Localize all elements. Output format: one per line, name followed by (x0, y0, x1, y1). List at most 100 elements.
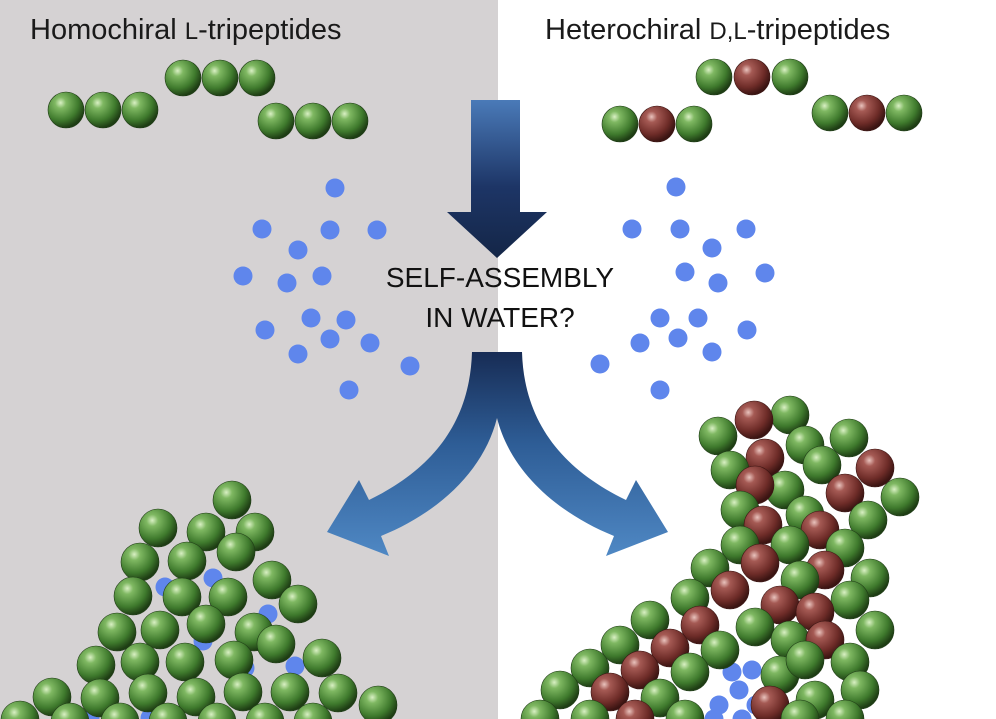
l-amino-acid-bead (700, 630, 740, 670)
l-amino-acid-bead (811, 94, 849, 132)
l-amino-acid-bead (47, 91, 85, 129)
heterochiral-tripeptides (601, 58, 923, 143)
l-amino-acid-bead (100, 702, 140, 719)
water-molecule (285, 656, 305, 676)
l-amino-acid-bead (256, 624, 296, 664)
self-assembly-question: SELF-ASSEMBLY IN WATER? (326, 258, 674, 338)
water-molecule (675, 262, 695, 282)
l-amino-acid-bead (84, 91, 122, 129)
water-molecule (688, 308, 708, 328)
water-molecule (702, 238, 722, 258)
l-amino-acid-bead (216, 532, 256, 572)
l-amino-acid-bead (855, 610, 895, 650)
l-amino-acid-bead (695, 58, 733, 96)
l-amino-acid-bead (138, 508, 178, 548)
l-amino-acid-bead (223, 672, 263, 712)
down-arrow-icon (447, 100, 547, 258)
l-amino-acid-bead (885, 94, 923, 132)
l-amino-acid-bead (76, 645, 116, 685)
l-amino-acid-bead (825, 699, 865, 719)
water-molecule (702, 342, 722, 362)
l-amino-acid-bead (771, 58, 809, 96)
heterochiral-title-main: Heterochiral (545, 14, 710, 46)
water-molecule (622, 219, 642, 239)
heterochiral-title-suffix: -tripeptides (746, 14, 891, 46)
d-amino-acid-bead (734, 400, 774, 440)
heterochiral-assembly (520, 395, 920, 719)
water-molecules-left (233, 178, 420, 400)
d-amino-acid-bead (638, 105, 676, 143)
water-molecule (729, 680, 749, 700)
water-molecule (233, 266, 253, 286)
water-molecule (670, 219, 690, 239)
d-amino-acid-bead (825, 473, 865, 513)
water-molecule (325, 178, 345, 198)
l-amino-acid-bead (238, 59, 276, 97)
l-amino-acid-bead (120, 542, 160, 582)
l-amino-acid-bead (197, 702, 237, 719)
water-molecule (336, 310, 356, 330)
water-molecule (666, 177, 686, 197)
water-molecule (288, 240, 308, 260)
l-amino-acid-bead (294, 102, 332, 140)
l-amino-acid-bead (245, 702, 285, 719)
split-arrow-icon (327, 352, 668, 556)
l-amino-acid-bead (675, 105, 713, 143)
l-amino-acid-bead (520, 699, 560, 719)
l-amino-acid-bead (50, 702, 90, 719)
l-amino-acid-bead (570, 699, 610, 719)
l-amino-acid-bead (164, 59, 202, 97)
l-amino-acid-bead (140, 610, 180, 650)
l-amino-acid-bead (148, 702, 188, 719)
l-amino-acid-bead (0, 700, 40, 719)
heterochiral-title: Heterochiral D,L-tripeptides (545, 14, 890, 47)
homochiral-assembly (0, 480, 398, 719)
water-molecule (742, 660, 762, 680)
l-amino-acid-bead (97, 612, 137, 652)
homochiral-title: Homochiral L-tripeptides (30, 14, 342, 47)
l-amino-acid-bead (165, 642, 205, 682)
d-amino-acid-bead (855, 448, 895, 488)
homochiral-tripeptides (47, 59, 369, 140)
water-molecule (320, 329, 340, 349)
l-amino-acid-bead (113, 576, 153, 616)
l-amino-acid-bead (785, 640, 825, 680)
water-molecule (400, 356, 420, 376)
l-amino-acid-bead (270, 672, 310, 712)
d-amino-acid-bead (848, 94, 886, 132)
l-amino-acid-bead (880, 477, 920, 517)
l-amino-acid-bead (698, 416, 738, 456)
homochiral-title-main: Homochiral (30, 14, 185, 46)
homochiral-title-prefix: L (184, 18, 199, 45)
l-amino-acid-bead (331, 102, 369, 140)
l-amino-acid-bead (201, 59, 239, 97)
l-amino-acid-bead (630, 600, 670, 640)
homochiral-title-suffix: -tripeptides (198, 14, 342, 46)
l-amino-acid-bead (208, 577, 248, 617)
l-amino-acid-bead (358, 685, 398, 719)
water-molecule (288, 344, 308, 364)
d-amino-acid-bead (620, 650, 660, 690)
l-amino-acid-bead (829, 418, 869, 458)
water-molecule (255, 320, 275, 340)
l-amino-acid-bead (802, 445, 842, 485)
water-molecule (312, 266, 332, 286)
l-amino-acid-bead (780, 699, 820, 719)
water-molecule (301, 308, 321, 328)
water-molecule (736, 219, 756, 239)
water-molecule (252, 219, 272, 239)
l-amino-acid-bead (293, 702, 333, 719)
d-amino-acid-bead (733, 58, 771, 96)
water-molecule (650, 380, 670, 400)
d-amino-acid-bead (710, 570, 750, 610)
self-assembly-line2: IN WATER? (425, 302, 575, 333)
l-amino-acid-bead (167, 541, 207, 581)
l-amino-acid-bead (212, 480, 252, 520)
l-amino-acid-bead (830, 580, 870, 620)
d-amino-acid-bead (590, 672, 630, 712)
water-molecule (277, 273, 297, 293)
l-amino-acid-bead (318, 673, 358, 713)
water-molecule (590, 354, 610, 374)
water-molecules-right (590, 177, 775, 400)
